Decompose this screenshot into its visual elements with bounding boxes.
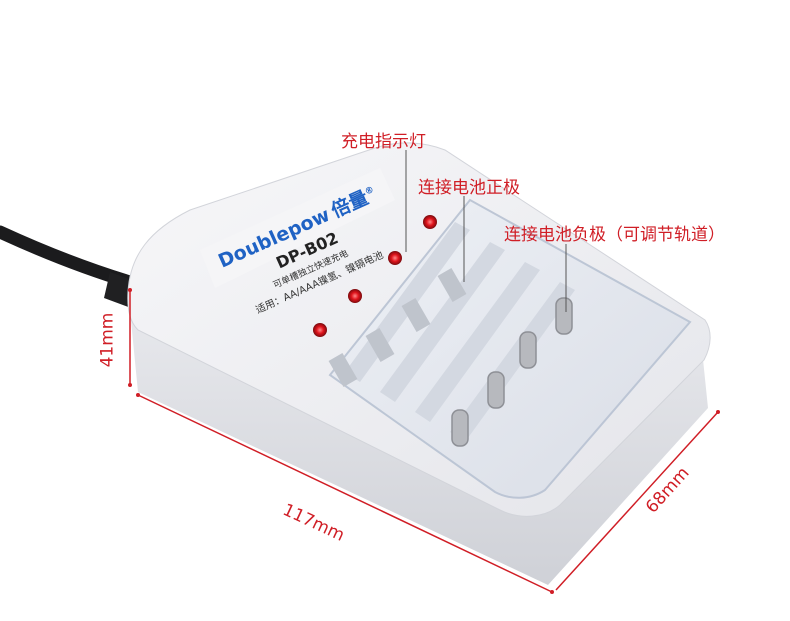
height-dimension-endpoint-top (128, 288, 132, 292)
charge-indicator-label: 充电指示灯 (341, 132, 426, 152)
battery-slot-3 (415, 262, 540, 422)
length-dimension-endpoint-left (136, 393, 140, 397)
charge-led-2 (348, 289, 362, 303)
battery-slot-2 (380, 242, 505, 402)
width-dimension-line (555, 411, 719, 591)
length-dimension-line (137, 394, 553, 593)
width-dimension-endpoint-top (716, 410, 720, 414)
positive-terminals (328, 268, 467, 387)
battery-slot-4 (450, 282, 575, 442)
height-dimension-label: 41mm (97, 312, 118, 368)
positive-terminal-label: 连接电池正极 (418, 178, 520, 198)
charge-led-4 (423, 215, 437, 229)
height-dimension-endpoint-bottom (128, 383, 132, 387)
label-plate (200, 168, 395, 288)
charge-led-3 (388, 251, 402, 265)
negative-terminal-label: 连接电池负极（可调节轨道） (504, 225, 725, 245)
charge-led-1 (313, 323, 327, 337)
length-dimension-endpoint-right (550, 590, 554, 594)
negative-terminals (451, 297, 573, 447)
